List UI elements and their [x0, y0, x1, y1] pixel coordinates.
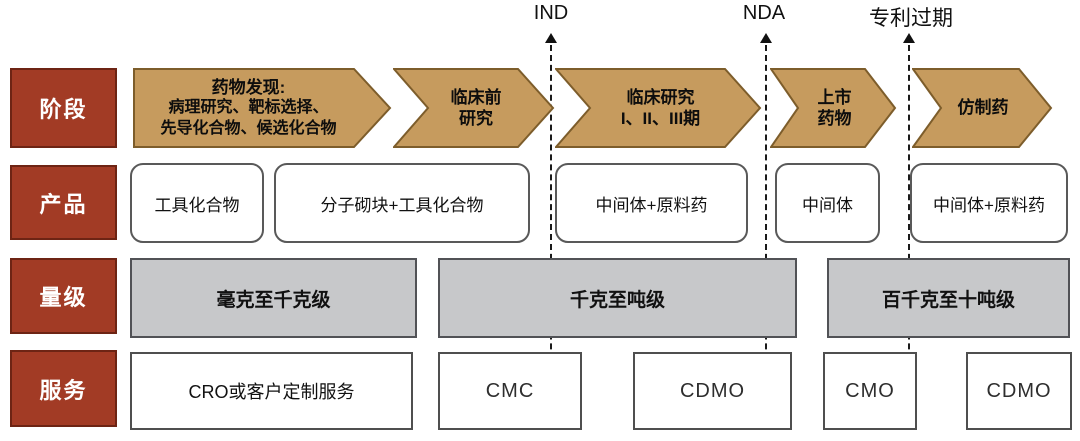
stage-arrow-drug-discovery: 药物发现: 病理研究、靶标选择、 先导化合物、候选化合物: [133, 68, 392, 148]
row-header-stage: 阶段: [10, 68, 117, 148]
product-box-intermediate-api-2: 中间体+原料药: [910, 163, 1068, 243]
service-box-cdmo: CDMO: [633, 352, 792, 430]
stage-arrow-generic-drug: 仿制药: [912, 68, 1053, 148]
arrow-subline: 先导化合物、候选化合物: [160, 119, 337, 137]
pentagon-arrow-shape: [133, 68, 392, 148]
scale-box-100kg-to-10ton: 百千克至十吨级: [827, 258, 1070, 338]
milestone-dashed-line-nda: [765, 45, 767, 429]
row-header-product: 产品: [10, 165, 117, 240]
service-box-cmo: CMO: [823, 352, 917, 430]
milestone-label-nda: NDA: [742, 2, 786, 24]
arrow-title: 临床研究 I、II、III期: [620, 87, 701, 128]
stage-arrow-clinical-research: 临床研究 I、II、III期: [555, 68, 762, 148]
service-box-cro: CRO或客户定制服务: [130, 352, 413, 430]
scale-box-kg-to-ton: 千克至吨级: [438, 258, 797, 338]
product-box-intermediate-api: 中间体+原料药: [555, 163, 748, 243]
milestone-label-patent-expiry: 专利过期: [869, 7, 953, 30]
arrow-title: 上市 药物: [817, 87, 852, 128]
chevron-arrow-shape: [912, 68, 1053, 148]
arrow-title: 药物发现:: [211, 77, 286, 97]
chevron-arrow-shape: [555, 68, 762, 148]
product-box-tool-compound: 工具化合物: [130, 163, 264, 243]
row-header-scale: 量级: [10, 258, 117, 334]
stage-arrow-marketed-drug: 上市 药物: [770, 68, 897, 148]
service-box-cmc: CMC: [438, 352, 582, 430]
product-box-building-blocks: 分子砌块+工具化合物: [274, 163, 530, 243]
scale-box-mg-to-kg: 毫克至千克级: [130, 258, 417, 338]
stage-arrow-preclinical: 临床前 研究: [393, 68, 555, 148]
row-header-service: 服务: [10, 350, 117, 427]
up-arrow-icon: [545, 33, 557, 43]
milestone-dashed-line-patent-expiry: [908, 45, 910, 429]
arrow-title: 仿制药: [957, 98, 1009, 118]
up-arrow-icon: [903, 33, 915, 43]
chevron-arrow-shape: [770, 68, 897, 148]
product-box-intermediate: 中间体: [775, 163, 880, 243]
milestone-dashed-line-ind: [550, 45, 552, 429]
milestone-label-ind: IND: [533, 2, 569, 24]
up-arrow-icon: [760, 33, 772, 43]
arrow-title: 临床前 研究: [450, 87, 502, 128]
service-box-cdmo-2: CDMO: [966, 352, 1072, 430]
arrow-subline: 病理研究、靶标选择、: [168, 98, 329, 116]
chevron-arrow-shape: [393, 68, 555, 148]
